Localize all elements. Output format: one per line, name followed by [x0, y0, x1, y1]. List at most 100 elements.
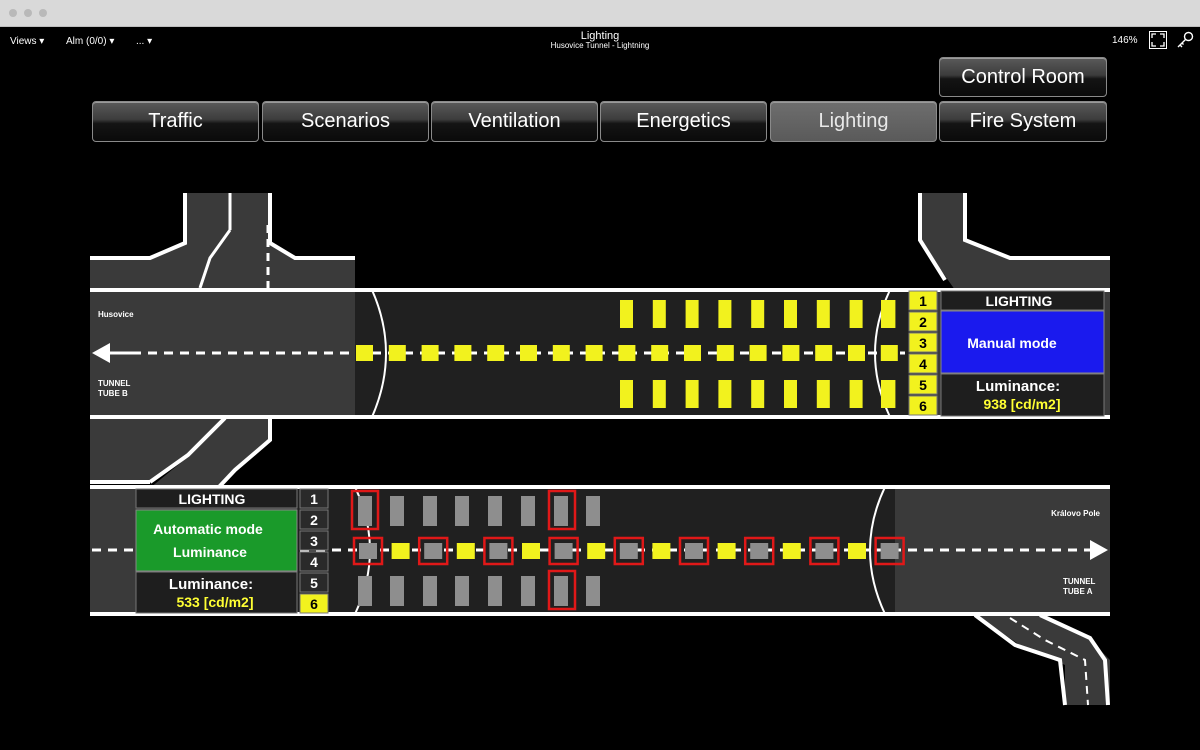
lamp-tube-a-center[interactable]: [522, 543, 540, 559]
alarms-menu[interactable]: Alm (0/0) ▾: [66, 36, 115, 47]
lamp-tube-a-center[interactable]: [652, 543, 671, 559]
control-room-button[interactable]: Control Room: [939, 57, 1107, 97]
tab-fire-system[interactable]: Fire System: [939, 101, 1107, 142]
lamp-tube-a-center[interactable]: [880, 543, 899, 559]
lamp-tube-b-center[interactable]: [848, 345, 865, 361]
lamp-tube-a-row3[interactable]: [423, 576, 437, 606]
lamp-tube-b-row1[interactable]: [816, 300, 830, 328]
tab-lighting[interactable]: Lighting: [770, 101, 937, 142]
lamp-tube-b-row1[interactable]: [718, 300, 732, 328]
level-button-2[interactable]: [299, 509, 329, 530]
tube-b-mode-button[interactable]: [940, 310, 1105, 374]
level-button-6[interactable]: [299, 593, 329, 614]
lamp-tube-a-row1[interactable]: [554, 496, 568, 526]
lamp-tube-a-row1[interactable]: [423, 496, 437, 526]
lamp-tube-a-center[interactable]: [619, 543, 638, 559]
level-button-3[interactable]: [908, 332, 938, 353]
tube-a-mode-button[interactable]: [135, 509, 298, 572]
lamp-tube-b-row1[interactable]: [751, 300, 765, 328]
lamp-tube-a-center[interactable]: [782, 543, 801, 559]
lamp-tube-a-center[interactable]: [815, 543, 834, 559]
more-menu[interactable]: ... ▾: [136, 36, 153, 47]
lamp-tube-a-center[interactable]: [359, 543, 377, 559]
level-button-6[interactable]: [908, 395, 938, 416]
lamp-tube-a-center[interactable]: [848, 543, 866, 559]
lamp-tube-b-row1[interactable]: [685, 300, 699, 328]
tab-energetics[interactable]: Energetics: [600, 101, 767, 142]
lamp-tube-a-row1[interactable]: [390, 496, 404, 526]
level-button-5[interactable]: [299, 572, 329, 593]
lamp-tube-b-center[interactable]: [749, 345, 767, 361]
lamp-tube-b-row3[interactable]: [881, 380, 894, 408]
level-button-1[interactable]: [908, 290, 938, 311]
lamp-tube-b-center[interactable]: [454, 345, 472, 361]
lamp-tube-b-row3[interactable]: [652, 380, 666, 408]
lamp-tube-b-row3[interactable]: [784, 380, 797, 408]
lamp-tube-a-center[interactable]: [554, 543, 573, 559]
lamp-tube-b-center[interactable]: [487, 345, 505, 361]
lamp-tube-b-center[interactable]: [684, 345, 701, 361]
lamp-tube-b-row1[interactable]: [849, 300, 863, 328]
lamp-tube-b-row3[interactable]: [751, 380, 765, 408]
lamp-tube-a-row3[interactable]: [586, 576, 600, 606]
tab-scenarios[interactable]: Scenarios: [262, 101, 429, 142]
level-button-4[interactable]: [299, 551, 329, 572]
lamp-tube-a-center[interactable]: [750, 543, 769, 559]
lamp-tube-b-row1[interactable]: [881, 300, 894, 328]
lamp-tube-a-row1[interactable]: [521, 496, 535, 526]
lamp-tube-b-center[interactable]: [388, 345, 406, 361]
lamp-tube-a-row1[interactable]: [586, 496, 600, 526]
lamp-tube-b-center[interactable]: [651, 345, 669, 361]
lamp-tube-b-center[interactable]: [716, 345, 734, 361]
window-minimize-dot[interactable]: [24, 9, 32, 17]
level-label: 2: [919, 314, 927, 330]
lamp-tube-a-center[interactable]: [717, 543, 736, 559]
lamp-tube-b-center[interactable]: [815, 345, 833, 361]
level-button-5[interactable]: [908, 374, 938, 395]
tab-traffic[interactable]: Traffic: [92, 101, 259, 142]
lamp-tube-b-row3[interactable]: [685, 380, 699, 408]
lamp-tube-b-center[interactable]: [421, 345, 439, 361]
views-menu[interactable]: Views ▾: [10, 36, 45, 47]
lamp-tube-a-center[interactable]: [587, 543, 606, 559]
lamp-tube-a-center[interactable]: [685, 543, 703, 559]
fullscreen-icon[interactable]: [1148, 30, 1168, 50]
lamp-tube-b-row3[interactable]: [620, 380, 633, 408]
lamp-tube-b-row3[interactable]: [849, 380, 863, 408]
lamp-tube-a-center[interactable]: [424, 543, 443, 559]
lamp-tube-b-center[interactable]: [618, 345, 636, 361]
lamp-tube-b-row3[interactable]: [718, 380, 732, 408]
lamp-tube-a-row1[interactable]: [455, 496, 469, 526]
window-close-dot[interactable]: [9, 9, 17, 17]
lamp-tube-b-row1[interactable]: [784, 300, 797, 328]
lamp-tube-a-row3[interactable]: [521, 576, 535, 606]
lamp-tube-a-row3[interactable]: [455, 576, 469, 606]
key-icon[interactable]: [1175, 30, 1195, 50]
window-maximize-dot[interactable]: [39, 9, 47, 17]
lamp-tube-b-center[interactable]: [356, 345, 373, 361]
lamp-tube-b-row1[interactable]: [620, 300, 633, 328]
level-button-1[interactable]: [299, 488, 329, 509]
lamp-tube-a-row3[interactable]: [390, 576, 404, 606]
lamp-tube-a-center[interactable]: [391, 543, 410, 559]
lamp-tube-b-center[interactable]: [585, 345, 603, 361]
lamp-tube-b-center[interactable]: [880, 345, 898, 361]
lamp-tube-b-row3[interactable]: [816, 380, 830, 408]
lamp-tube-a-row3[interactable]: [488, 576, 502, 606]
lamp-tube-b-row1[interactable]: [652, 300, 666, 328]
zoom-level: 146%: [1112, 35, 1138, 46]
lamp-tube-a-row1[interactable]: [488, 496, 502, 526]
page-title: Lighting: [580, 30, 620, 42]
lamp-tube-b-center[interactable]: [782, 345, 800, 361]
lamp-tube-b-center[interactable]: [552, 345, 570, 361]
lamp-tube-b-center[interactable]: [520, 345, 537, 361]
lamp-tube-a-row3[interactable]: [554, 576, 568, 606]
level-button-3[interactable]: [299, 530, 329, 551]
lamp-tube-a-center[interactable]: [489, 543, 508, 559]
level-button-2[interactable]: [908, 311, 938, 332]
level-button-4[interactable]: [908, 353, 938, 374]
tab-ventilation[interactable]: Ventilation: [431, 101, 598, 142]
lamp-tube-a-center[interactable]: [456, 543, 475, 559]
lamp-tube-a-row3[interactable]: [358, 576, 372, 606]
lamp-tube-a-row1[interactable]: [358, 496, 372, 526]
